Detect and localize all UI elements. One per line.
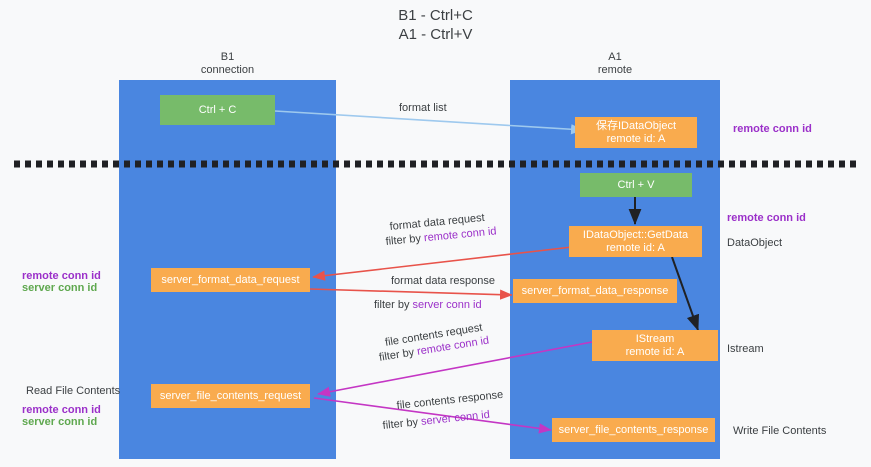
node-store-idataobject-line2: remote id: A (606, 132, 666, 145)
column-header-b1-name: B1 (220, 51, 235, 63)
node-idataobject-getdata[interactable]: IDataObject::GetData remote id: A (569, 226, 702, 257)
side-label-left-read-file-contents: Read File Contents (26, 385, 121, 397)
side-label-left-server-conn-id-1: server conn id (22, 282, 98, 294)
node-idataobject-getdata-line1: IDataObject::GetData (582, 228, 689, 241)
node-istream-line2: remote id: A (625, 345, 685, 358)
node-store-idataobject[interactable]: 保存IDataObject remote id: A (575, 117, 697, 148)
edge-label-format-data-response: format data response (391, 275, 495, 287)
side-label-right-remote-conn-id-top: remote conn id (733, 123, 812, 135)
node-server-file-contents-response[interactable]: server_file_contents_response (552, 418, 715, 442)
side-label-right-write-file-contents: Write File Contents (733, 425, 827, 437)
filter-prefix-3: filter by (378, 345, 419, 364)
column-header-a1-name: A1 (608, 51, 622, 63)
node-istream-line1: IStream (635, 332, 675, 345)
filter-prefix-2: filter by (374, 299, 413, 311)
node-server-format-data-response-label: server_format_data_response (521, 284, 669, 297)
node-istream[interactable]: IStream remote id: A (592, 330, 718, 361)
edge-label-format-list: format list (399, 102, 447, 114)
node-ctrl-v[interactable]: Ctrl + V (580, 173, 692, 197)
page-title: B1 - Ctrl+C A1 - Ctrl+V (0, 6, 871, 44)
filter-key-server-conn-id-2: server conn id (420, 408, 491, 428)
node-server-file-contents-response-label: server_file_contents_response (558, 423, 709, 436)
node-server-format-data-request[interactable]: server_format_data_request (151, 268, 310, 292)
filter-prefix-1: filter by (385, 232, 425, 248)
column-header-b1-sub: connection (200, 64, 255, 76)
side-label-left-remote-conn-id-1: remote conn id (22, 270, 101, 282)
node-server-format-data-request-label: server_format_data_request (161, 273, 300, 286)
node-server-file-contents-request-label: server_file_contents_request (159, 389, 302, 402)
filter-prefix-4: filter by (382, 415, 422, 432)
side-label-left-remote-conn-id-2: remote conn id (22, 404, 101, 416)
arrow-format-data-response (309, 288, 513, 300)
column-header-a1: A1 remote (510, 51, 720, 77)
node-ctrl-v-label: Ctrl + V (617, 178, 655, 191)
node-server-format-data-response[interactable]: server_format_data_response (513, 279, 677, 303)
side-label-right-dataobject: DataObject (727, 237, 783, 249)
side-label-right-istream: Istream (727, 343, 764, 355)
node-idataobject-getdata-line2: remote id: A (606, 241, 665, 254)
node-ctrl-c[interactable]: Ctrl + C (160, 95, 275, 125)
title-line-2: A1 - Ctrl+V (398, 26, 473, 43)
side-label-right-remote-conn-id-mid: remote conn id (727, 212, 806, 224)
column-header-a1-sub: remote (597, 64, 633, 76)
node-ctrl-c-label: Ctrl + C (198, 103, 237, 116)
filter-key-server-conn-id-1: server conn id (412, 299, 482, 311)
edge-label-format-data-response-filter: filter by server conn id (374, 298, 482, 312)
node-server-file-contents-request[interactable]: server_file_contents_request (151, 384, 310, 408)
node-store-idataobject-line1: 保存IDataObject (595, 119, 677, 132)
column-header-b1: B1 connection (119, 51, 336, 77)
side-label-left-server-conn-id-2: server conn id (22, 416, 98, 428)
title-line-1: B1 - Ctrl+C (398, 7, 473, 24)
